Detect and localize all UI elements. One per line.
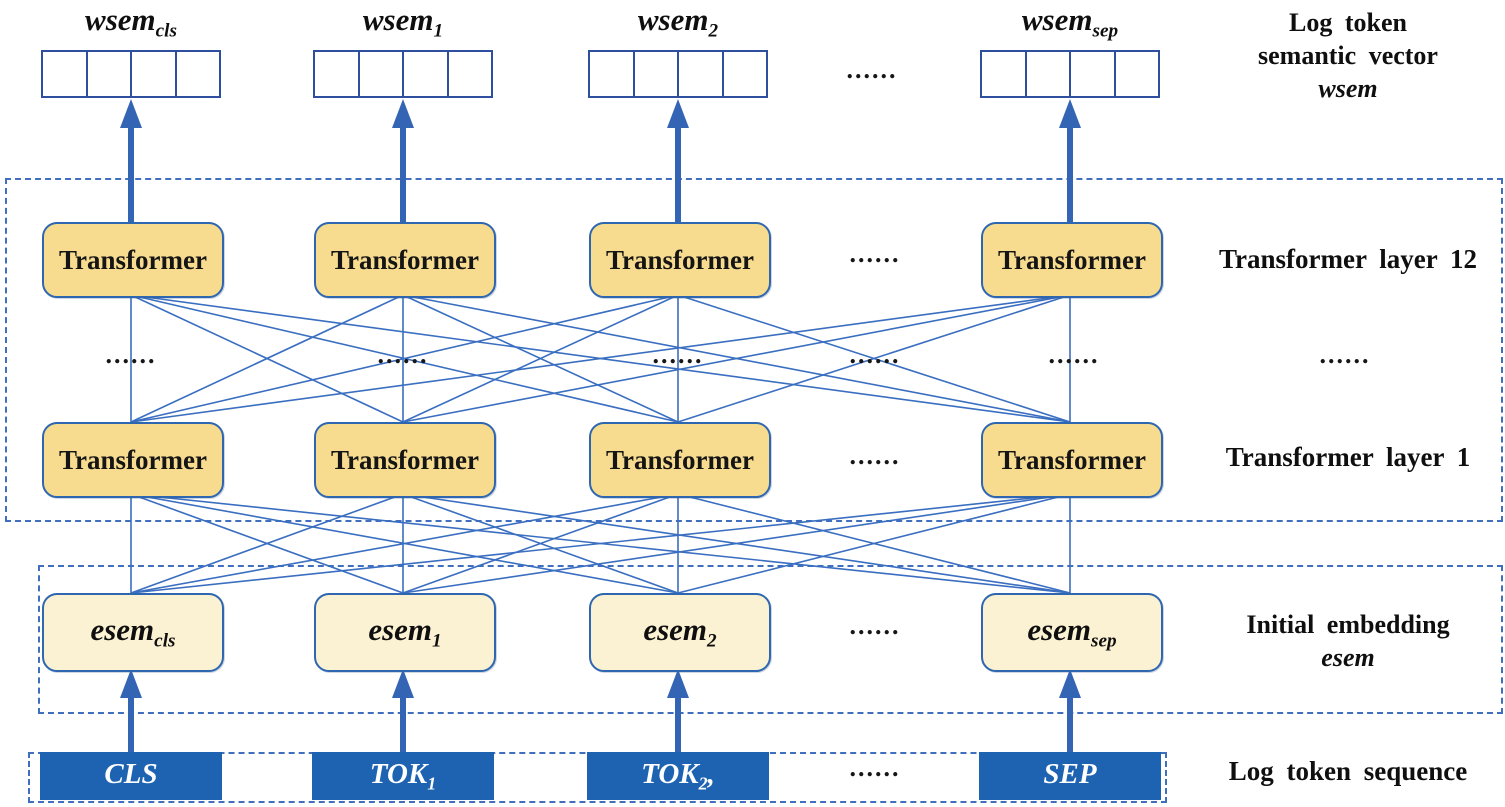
output-label-line2: semantic vector	[1258, 41, 1438, 70]
esem-subscript: sep	[1091, 630, 1117, 652]
wsem-base: wsem	[637, 2, 709, 37]
ellipsis-mid-gap: ......	[849, 340, 901, 369]
transformer-box-label: Transformer	[331, 244, 479, 275]
wsem-subscript: cls	[155, 20, 177, 42]
vector-cell	[1113, 50, 1160, 98]
transformer-box-layer1-col3: Transformer	[589, 422, 771, 498]
transformer-layer12-label: Transformer layer 12	[1219, 244, 1477, 274]
ellipsis-mid-col2: ......	[377, 340, 429, 369]
transformer-box-label: Transformer	[606, 444, 754, 475]
esem-sep-box: esemsep	[981, 593, 1163, 672]
ellipsis-mid-col3: ......	[652, 340, 704, 369]
wsem-1-vector	[313, 50, 493, 98]
ellipsis-layer12-row: ......	[849, 239, 901, 268]
embedding-label-math: esem	[1321, 643, 1375, 672]
transformer-box-layer1-col4: Transformer	[981, 422, 1163, 498]
vector-cell	[588, 50, 635, 98]
token-text: SEP	[1043, 757, 1097, 790]
transformer-layer1-label: Transformer layer 1	[1225, 442, 1471, 472]
wsem-2-label: wsem2	[568, 2, 788, 43]
ellipsis-esem-row: ......	[849, 611, 901, 640]
wsem-subscript: sep	[1092, 20, 1119, 42]
wsem-2-vector	[588, 50, 768, 98]
vector-cell	[130, 50, 177, 98]
output-label-line1: Log token	[1289, 8, 1407, 37]
vector-cell	[357, 50, 404, 98]
vector-cell	[1069, 50, 1116, 98]
token-cls-box: CLS	[40, 752, 222, 800]
vector-cell	[446, 50, 493, 98]
transformer-box-label: Transformer	[998, 444, 1146, 475]
ellipsis-mid-col4: ......	[1048, 340, 1100, 369]
wsem-subscript: 1	[433, 20, 444, 42]
vector-cell	[632, 50, 679, 98]
wsem-sep-label: wsemsep	[960, 2, 1180, 43]
transformer-box-label: Transformer	[59, 444, 207, 475]
esem-base: esem	[1027, 612, 1092, 648]
esem-base: esem	[368, 612, 433, 648]
wsem-cls-label: wsemcls	[21, 2, 241, 43]
token-text: TOK	[369, 757, 428, 790]
transformer-box-label: Transformer	[59, 244, 207, 275]
transformer-box-label: Transformer	[331, 444, 479, 475]
transformer-box-layer12-col4: Transformer	[981, 222, 1163, 298]
vector-cell	[85, 50, 132, 98]
token-text: CLS	[104, 757, 158, 790]
log-token-sequence-label: Log token sequence	[1228, 756, 1468, 786]
esem-cls-box: esemcls	[42, 593, 224, 672]
wsem-base: wsem	[1021, 2, 1093, 37]
vector-cell	[1024, 50, 1071, 98]
ellipsis-layer1-row: ......	[849, 441, 901, 470]
token-sep-box: SEP	[979, 752, 1161, 800]
esem-subscript: 1	[432, 630, 442, 652]
transformer-box-label: Transformer	[998, 244, 1146, 275]
token-subscript: 2	[698, 773, 708, 794]
wsem-1-label: wsem1	[293, 2, 513, 43]
esem-subscript: 2	[707, 630, 717, 652]
vector-cell	[980, 50, 1027, 98]
esem-1-box: esem1	[314, 593, 496, 672]
esem-base: esem	[90, 612, 155, 648]
transformer-box-layer1-col2: Transformer	[314, 422, 496, 498]
transformer-box-layer12-col2: Transformer	[314, 222, 496, 298]
vector-cell	[313, 50, 360, 98]
ellipsis-token-row: ......	[849, 753, 901, 782]
wsem-cls-vector	[41, 50, 221, 98]
wsem-subscript: 2	[708, 20, 719, 42]
token-tok2-box: TOK2,	[587, 752, 769, 800]
ellipsis-mid-right: ......	[1319, 340, 1371, 369]
output-label-math: wsem	[1318, 74, 1378, 103]
transformer-box-layer1-col1: Transformer	[42, 422, 224, 498]
vector-cell	[174, 50, 221, 98]
ellipsis-mid-col1: ......	[105, 340, 157, 369]
embedding-label-line1: Initial embedding	[1246, 610, 1450, 639]
vector-cell	[677, 50, 724, 98]
token-text: TOK	[641, 757, 699, 790]
esem-base: esem	[643, 612, 708, 648]
initial-embedding-label: Initial embedding esem	[1192, 608, 1504, 674]
output-vector-label: Log token semantic vector wsem	[1192, 6, 1504, 105]
wsem-base: wsem	[362, 2, 434, 37]
ellipsis-vector-row: ......	[846, 55, 898, 84]
token-subscript: 1	[427, 773, 437, 794]
transformer-box-label: Transformer	[606, 244, 754, 275]
wsem-base: wsem	[85, 2, 156, 37]
vector-cell	[41, 50, 88, 98]
vector-cell	[721, 50, 768, 98]
token-suffix: ,	[707, 757, 715, 790]
transformer-box-layer12-col1: Transformer	[42, 222, 224, 298]
token-tok1-box: TOK1	[312, 752, 494, 800]
esem-subscript: cls	[154, 630, 176, 652]
esem-2-box: esem2	[589, 593, 771, 672]
transformer-box-layer12-col3: Transformer	[589, 222, 771, 298]
wsem-sep-vector	[980, 50, 1160, 98]
vector-cell	[402, 50, 449, 98]
